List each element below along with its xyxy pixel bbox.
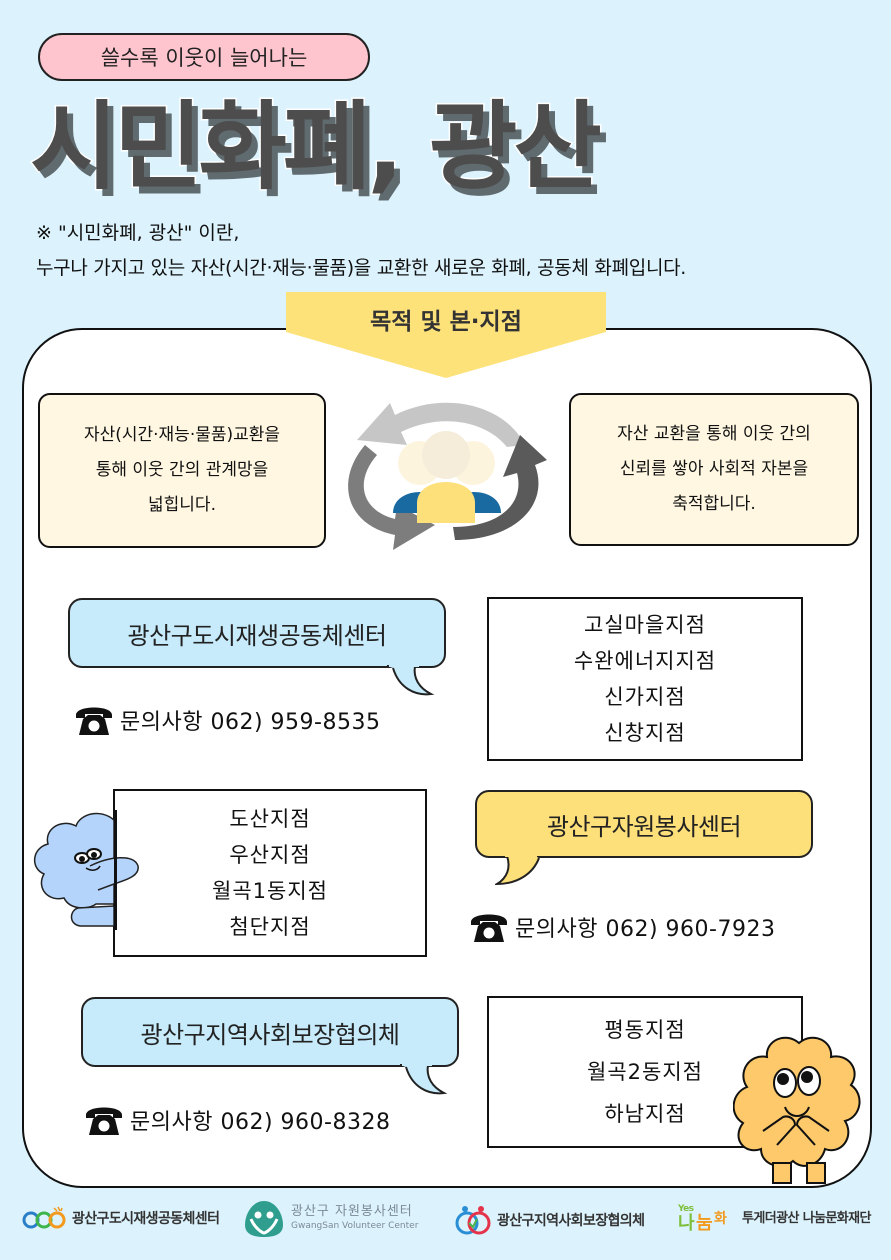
branch-list: 도산지점 우산지점 월곡1동지점 첨단지점 (113, 789, 427, 957)
footer-logo-label: 투게더광산 나눔문화재단 (742, 1210, 871, 1226)
exchange-people-icon (348, 402, 547, 550)
center-bubble-urban-regeneration: 광산구도시재생공동체센터 (68, 598, 446, 668)
branch-item: 도산지점 (229, 807, 311, 831)
center-name: 광산구자원봉사센터 (546, 812, 742, 841)
sharing-culture-logo-icon: Yes 나 눔 화 (677, 1204, 728, 1233)
footer-logo-urban-regeneration: 광산구도시재생공동체센터 (22, 1205, 220, 1231)
purpose-left-line: 통해 이웃 간의 관계망을 (95, 460, 269, 480)
branch-item: 신가지점 (604, 685, 686, 709)
contact-line: 문의사항 062) 960-7923 (469, 910, 775, 944)
phone-icon (471, 914, 507, 942)
tagline-text: 쓸수록 이웃이 늘어나는 (100, 46, 308, 70)
purpose-right-line: 축적합니다. (672, 494, 756, 514)
speech-tail (495, 854, 540, 886)
footer-logo-volunteer-center: 광산구 자원봉사센터 GwangSan Volunteer Center (243, 1199, 418, 1239)
branch-item: 평동지점 (604, 1018, 686, 1042)
center-bubble-volunteer: 광산구자원봉사센터 (475, 790, 813, 858)
phone-icon (86, 1107, 122, 1135)
speech-tail (387, 664, 435, 696)
contact-text: 문의사항 062) 959-8535 (120, 710, 381, 735)
page-title: 시민화폐, 광산 (29, 91, 604, 204)
council-logo-icon (455, 1206, 491, 1235)
section-banner-title: 목적 및 본·지점 (370, 309, 522, 335)
center-name: 광산구지역사회보장협의체 (140, 1020, 400, 1049)
center-name: 광산구도시재생공동체센터 (127, 621, 387, 650)
speech-tail (400, 1063, 448, 1095)
definition-note-heading: ※ "시민화폐, 광산" 이란, (36, 222, 240, 244)
footer-logo-label: 광산구지역사회보장협의체 (497, 1213, 645, 1229)
definition-note-body: 누구나 가지고 있는 자산(시간·재능·물품)을 교환한 새로운 화폐, 공동체… (36, 257, 687, 279)
footer-logo-sublabel: GwangSan Volunteer Center (291, 1221, 419, 1231)
branch-item: 하남지점 (604, 1102, 686, 1126)
purpose-box-right: 자산 교환을 통해 이웃 간의 신뢰를 쌓아 사회적 자본을 축적합니다. (569, 393, 859, 546)
footer-logo-label: 광산구 자원봉사센터 (291, 1204, 413, 1219)
contact-text: 문의사항 062) 960-8328 (130, 1110, 391, 1135)
center-bubble-social-security: 광산구지역사회보장협의체 (81, 997, 459, 1067)
banner-arrow-shape (286, 292, 606, 378)
purpose-box-left: 자산(시간·재능·물품)교환을 통해 이웃 간의 관계망을 넓힙니다. (38, 393, 326, 548)
branch-list: 고실마을지점 수완에너지지점 신가지점 신창지점 (487, 597, 803, 761)
purpose-right-line: 자산 교환을 통해 이웃 간의 (617, 424, 811, 444)
purpose-left-line: 넓힙니다. (148, 495, 216, 515)
branch-item: 고실마을지점 (584, 613, 706, 637)
svg-text:눔: 눔 (696, 1213, 712, 1233)
svg-text:Yes: Yes (677, 1204, 694, 1214)
purpose-right-line: 신뢰를 쌓아 사회적 자본을 (619, 459, 809, 479)
branch-item: 월곡2동지점 (587, 1060, 703, 1084)
footer-logo-label: 광산구도시재생공동체센터 (72, 1211, 220, 1227)
contact-text: 문의사항 062) 960-7923 (515, 917, 776, 942)
branch-item: 수완에너지지점 (573, 649, 717, 673)
rings-logo-icon (22, 1206, 66, 1229)
purpose-left-line: 자산(시간·재능·물품)교환을 (83, 425, 281, 445)
contact-line: 문의사항 062) 960-8328 (84, 1103, 390, 1137)
blue-cloud-mascot-icon (34, 810, 139, 930)
svg-text:화: 화 (714, 1211, 727, 1227)
branch-item: 신창지점 (604, 721, 686, 745)
yellow-flower-mascot-icon (733, 1036, 861, 1184)
branch-item: 월곡1동지점 (212, 879, 328, 903)
branch-item: 첨단지점 (229, 915, 311, 939)
tagline-pill: 쓸수록 이웃이 늘어나는 (38, 33, 370, 81)
footer-logo-social-security: 광산구지역사회보장협의체 (455, 1203, 645, 1237)
contact-line: 문의사항 062) 959-8535 (74, 703, 380, 737)
phone-icon (76, 707, 112, 735)
footer-logo-sharing-foundation: Yes 나 눔 화 투게더광산 나눔문화재단 (676, 1199, 871, 1233)
volunteer-logo-icon (245, 1201, 283, 1237)
svg-text:나: 나 (678, 1213, 695, 1233)
branch-item: 우산지점 (229, 843, 311, 867)
